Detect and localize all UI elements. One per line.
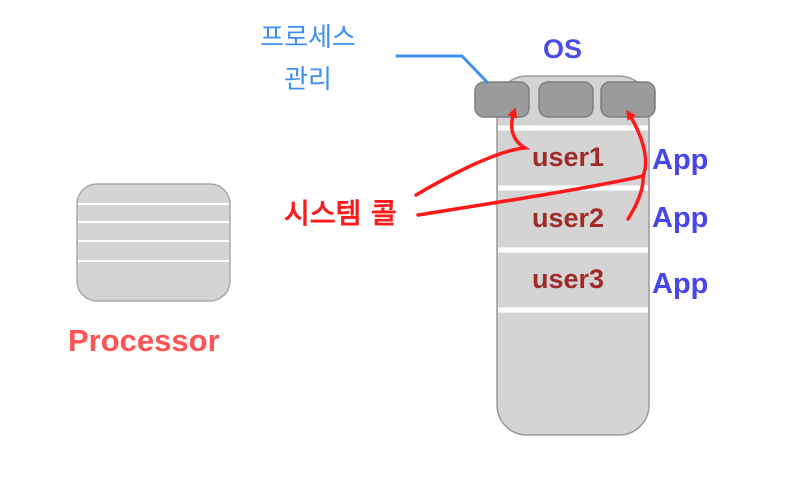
system-call-label: 시스템 콜 — [284, 197, 397, 230]
processor-block — [76, 183, 231, 302]
memory-column — [496, 75, 650, 436]
memory-body — [496, 75, 650, 436]
user2-label: user2 — [532, 203, 605, 233]
process-management-leader-line — [395, 54, 489, 84]
app-label-2: App — [652, 202, 709, 234]
app-label-3: App — [652, 268, 709, 300]
process-management-label: 프로세스 관리 — [243, 17, 373, 101]
process-management-line-2: 관리 — [284, 65, 332, 95]
user1-label: user1 — [532, 142, 605, 172]
os-label: OS — [543, 34, 583, 64]
app-label-1: App — [652, 144, 709, 176]
process-management-line-1: 프로세스 — [260, 23, 356, 53]
os-slot-1 — [474, 81, 530, 118]
system-call-arrow-user1 — [414, 107, 531, 197]
os-slot-2 — [538, 81, 594, 118]
processor-label: Processor — [68, 323, 220, 358]
os-slot-3 — [600, 81, 656, 118]
system-call-arrow-user2 — [416, 109, 648, 217]
system-call-arrow-user2-source — [626, 174, 645, 221]
os-slots — [474, 81, 656, 118]
user3-label: user3 — [532, 264, 605, 294]
processor-body — [76, 183, 231, 302]
system-call-arrows — [414, 107, 648, 221]
